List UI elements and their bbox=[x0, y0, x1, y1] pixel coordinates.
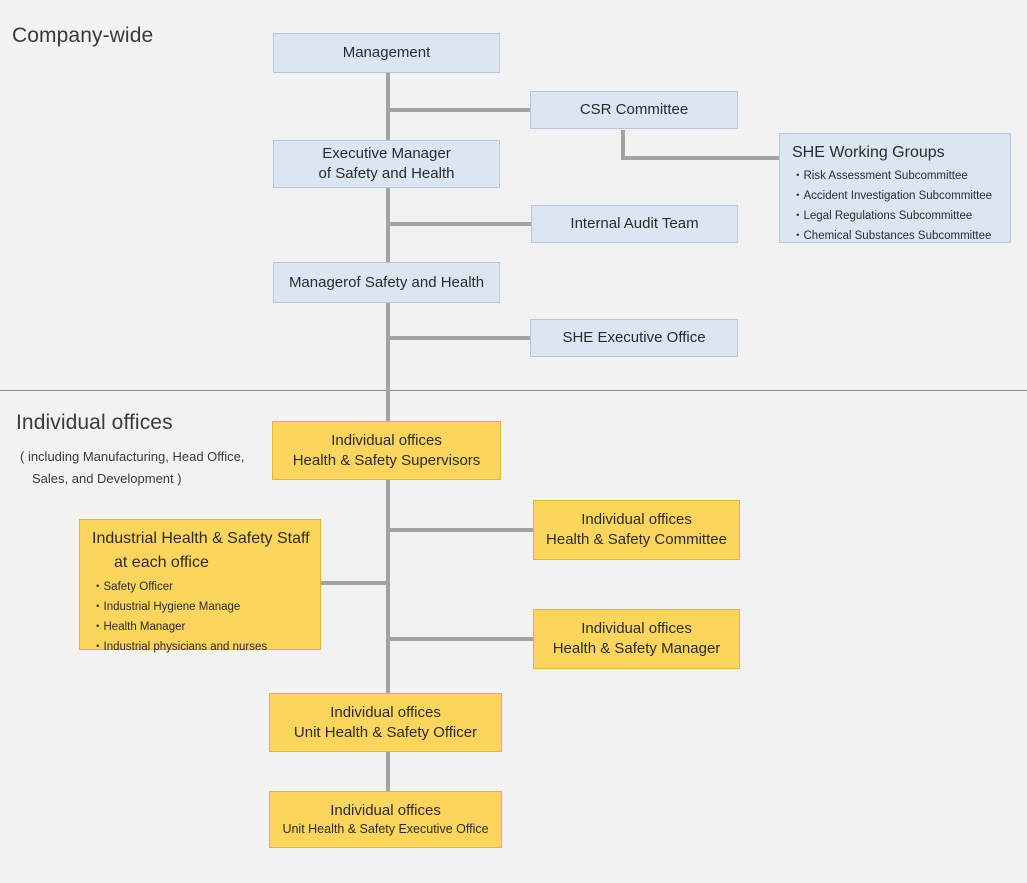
node-executive-manager[interactable]: Executive Manager of Safety and Health bbox=[273, 140, 500, 188]
connector-management-to-executive bbox=[386, 72, 390, 110]
she-working-group-item: Accident Investigation Subcommittee bbox=[792, 186, 993, 206]
connector-csr-down bbox=[621, 130, 625, 160]
node-health-safety-manager-label-line1: Individual offices bbox=[581, 620, 692, 638]
node-health-safety-supervisors-label-line2: Health & Safety Supervisors bbox=[292, 451, 481, 469]
node-unit-health-safety-executive-office[interactable]: Individual offices Unit Health & Safety … bbox=[269, 791, 502, 848]
industrial-staff-list: Safety Officer Industrial Hygiene Manage… bbox=[92, 577, 268, 657]
node-csr-committee-label: CSR Committee bbox=[579, 101, 689, 119]
industrial-staff-item: Industrial physicians and nurses bbox=[92, 637, 268, 657]
node-industrial-health-safety-staff[interactable]: Industrial Health & Safety Staff at each… bbox=[79, 519, 321, 653]
node-health-safety-manager[interactable]: Individual offices Health & Safety Manag… bbox=[533, 609, 740, 669]
section-title-individual-offices: Individual offices bbox=[16, 411, 173, 434]
node-health-safety-supervisors[interactable]: Individual offices Health & Safety Super… bbox=[272, 421, 501, 480]
section-title-company-wide: Company-wide bbox=[12, 24, 154, 47]
she-working-group-item: Legal Regulations Subcommittee bbox=[792, 206, 992, 226]
node-industrial-staff-title-line1: Industrial Health & Safety Staff bbox=[92, 530, 310, 547]
industrial-staff-item: Industrial Hygiene Manage bbox=[92, 597, 267, 617]
node-health-safety-committee-label-line1: Individual offices bbox=[581, 511, 692, 529]
node-industrial-staff-title-line2: at each office bbox=[114, 554, 209, 572]
section-subtitle-individual-offices-line2: Sales, and Development ) bbox=[32, 471, 182, 486]
node-health-safety-supervisors-label-line1: Individual offices bbox=[331, 431, 442, 449]
she-working-groups-list: Risk Assessment Subcommittee Accident In… bbox=[792, 166, 993, 246]
connector-manager-to-supervisors bbox=[386, 303, 390, 421]
section-subtitle-individual-offices-line1: ( including Manufacturing, Head Office, bbox=[20, 449, 245, 464]
node-csr-committee[interactable]: CSR Committee bbox=[530, 91, 738, 129]
node-management-label: Management bbox=[342, 44, 431, 62]
node-unit-health-safety-officer-label-line2: Unit Health & Safety Officer bbox=[293, 723, 478, 741]
node-health-safety-manager-label-line2: Health & Safety Manager bbox=[552, 640, 721, 657]
node-manager-of-safety-and-health[interactable]: Managerof Safety and Health bbox=[273, 262, 500, 303]
connector-csr-to-she-working-groups bbox=[621, 156, 781, 160]
connector-spine-to-health-safety-manager bbox=[386, 637, 535, 641]
node-unit-health-safety-executive-office-label-line1: Individual offices bbox=[330, 802, 441, 820]
connector-unit-officer-to-executive-office bbox=[386, 752, 390, 792]
node-health-safety-committee-label-line2: Health & Safety Committee bbox=[546, 531, 727, 548]
node-unit-health-safety-officer[interactable]: Individual offices Unit Health & Safety … bbox=[269, 693, 502, 752]
node-she-working-groups[interactable]: SHE Working Groups Risk Assessment Subco… bbox=[779, 133, 1011, 243]
node-executive-manager-label-line1: Executive Manager bbox=[322, 145, 451, 163]
node-she-executive-office[interactable]: SHE Executive Office bbox=[530, 319, 738, 357]
node-unit-health-safety-officer-label-line1: Individual offices bbox=[330, 703, 441, 721]
node-internal-audit-team[interactable]: Internal Audit Team bbox=[531, 205, 738, 243]
node-unit-health-safety-executive-office-label-line2: Unit Health & Safety Executive Office bbox=[282, 822, 489, 837]
connector-spine-to-csr-committee bbox=[386, 108, 533, 112]
industrial-staff-item: Safety Officer bbox=[92, 577, 267, 597]
connector-supervisors-to-unit-officer bbox=[386, 480, 390, 695]
connector-industrial-staff-to-spine bbox=[319, 581, 388, 585]
node-management[interactable]: Management bbox=[273, 33, 500, 73]
connector-spine-to-health-safety-committee bbox=[386, 528, 535, 532]
node-health-safety-committee[interactable]: Individual offices Health & Safety Commi… bbox=[533, 500, 740, 560]
node-she-working-groups-title: SHE Working Groups bbox=[792, 144, 945, 161]
connector-csr-junction-to-executive bbox=[386, 108, 390, 141]
section-divider bbox=[0, 390, 1027, 391]
she-working-group-item: Risk Assessment Subcommittee bbox=[792, 166, 992, 186]
node-she-executive-office-label: SHE Executive Office bbox=[562, 329, 706, 347]
connector-spine-to-internal-audit bbox=[386, 222, 533, 226]
connector-spine-to-she-executive-office bbox=[386, 336, 533, 340]
industrial-staff-item: Health Manager bbox=[92, 617, 267, 637]
she-working-group-item: Chemical Substances Subcommittee bbox=[792, 226, 992, 246]
node-internal-audit-team-label: Internal Audit Team bbox=[570, 215, 699, 233]
node-executive-manager-label-line2: of Safety and Health bbox=[318, 165, 455, 182]
node-manager-of-safety-and-health-label: Managerof Safety and Health bbox=[288, 273, 485, 291]
